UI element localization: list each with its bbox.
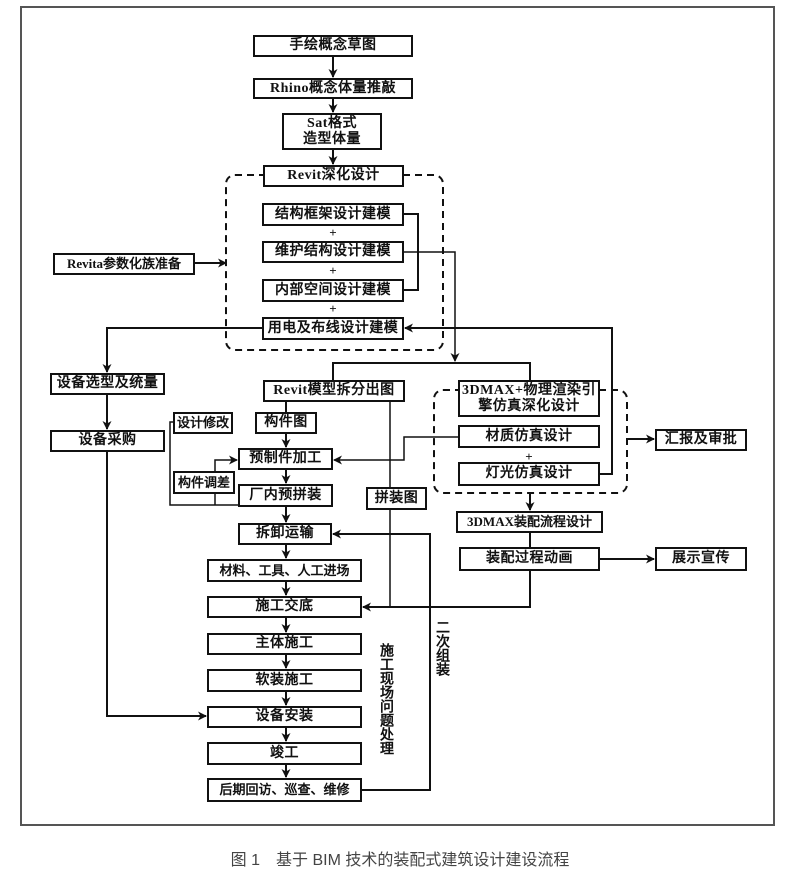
node-construction-briefing: 施工交底: [207, 596, 362, 618]
node-design-revision: 设计修改: [173, 412, 233, 434]
connector-envelope-down: [404, 251, 460, 362]
connector-purchase-install: [106, 452, 207, 721]
connector-lighting-to-electrical: [404, 323, 613, 475]
node-component-drawing: 构件图: [255, 412, 317, 434]
node-interior-space: 内部空间设计建模: [262, 279, 404, 302]
plus-sign: +: [525, 449, 533, 464]
node-electrical-wiring: 用电及布线设计建模: [262, 317, 404, 340]
node-render-engine: 3DMAX+物理渲染引 擎仿真深化设计: [458, 380, 600, 417]
connector-split-branch: [332, 362, 531, 380]
node-materials-entry: 材料、工具、人工进场: [207, 559, 362, 582]
node-equipment-selection: 设备选型及统量: [50, 373, 165, 395]
node-dismantle-transport: 拆卸运输: [238, 523, 332, 545]
plus-sign: +: [329, 301, 337, 316]
node-revit-deepening: Revit深化设计: [263, 165, 404, 187]
figure-caption: 图 1 基于 BIM 技术的装配式建筑设计建设流程: [230, 852, 570, 869]
node-sketch: 手绘概念草图: [253, 35, 413, 57]
node-assembly-process-design: 3DMAX装配流程设计: [456, 511, 603, 533]
node-lighting-sim: 灯光仿真设计: [458, 462, 600, 486]
label-onsite-issues: 施工现场问题处理: [378, 643, 393, 755]
node-revita-family: Revita参数化族准备: [53, 253, 195, 275]
connector-animation-briefing: [362, 571, 531, 612]
node-factory-preassembly: 厂内预拼装: [238, 484, 333, 507]
node-material-sim: 材质仿真设计: [458, 425, 600, 448]
node-main-construction: 主体施工: [207, 633, 362, 655]
node-rhino: Rhino概念体量推敲: [253, 78, 413, 99]
node-component-adjust: 构件调差: [173, 471, 235, 494]
node-prefab-processing: 预制件加工: [238, 448, 333, 470]
node-equipment-install: 设备安装: [207, 706, 362, 728]
node-display-promotion: 展示宣传: [655, 547, 747, 571]
plus-sign: +: [329, 225, 337, 240]
node-envelope: 维护结构设计建模: [262, 241, 404, 263]
connector-aftercare-dismantle: [332, 529, 431, 791]
figure-frame: [20, 6, 775, 826]
node-sat: Sat格式 造型体量: [282, 113, 382, 150]
node-revit-split: Revit模型拆分出图: [263, 380, 405, 402]
node-completion: 竣工: [207, 742, 362, 765]
node-assembly-drawing: 拼装图: [366, 487, 427, 510]
node-equipment-purchase: 设备采购: [50, 430, 165, 452]
connector-factory-revision: [169, 421, 238, 506]
node-aftercare: 后期回访、巡查、维修: [207, 778, 362, 802]
connector-material-prefab: [333, 436, 458, 465]
connector-electrical-to-equipment: [102, 327, 262, 373]
node-report-approval: 汇报及审批: [655, 429, 747, 451]
plus-sign: +: [329, 263, 337, 278]
node-assembly-animation: 装配过程动画: [459, 547, 600, 571]
label-secondary-assembly: 二次组装: [434, 620, 449, 676]
node-structure-frame: 结构框架设计建模: [262, 203, 404, 226]
node-soft-furnishing: 软装施工: [207, 669, 362, 692]
